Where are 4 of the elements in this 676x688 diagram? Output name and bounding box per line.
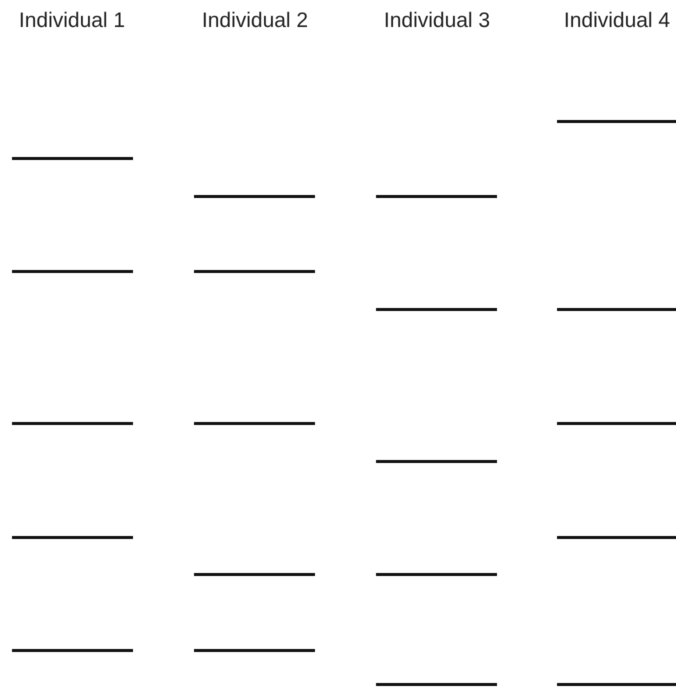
lane-label: Individual 2 bbox=[200, 8, 310, 34]
lane-label: Individual 1 bbox=[18, 8, 126, 34]
lane-label: Individual 3 bbox=[382, 8, 492, 34]
lane-label: Individual 4 bbox=[562, 8, 672, 34]
